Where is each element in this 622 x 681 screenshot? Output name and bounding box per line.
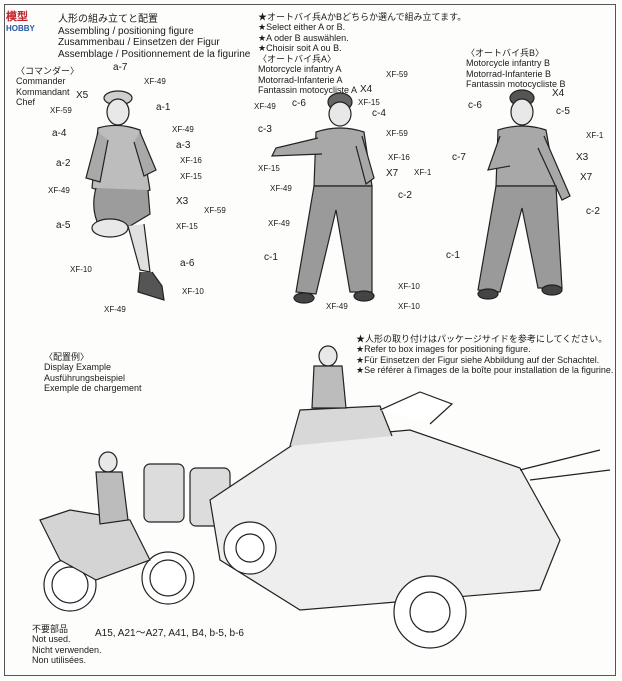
header-en: Assembling / positioning figure (58, 25, 194, 37)
label-xf49: XF-49 (48, 186, 70, 195)
label-x7: X7 (386, 168, 399, 179)
label-x4: X4 (360, 84, 373, 95)
label-c2: c-2 (398, 190, 412, 201)
label-c6: c-6 (292, 98, 306, 109)
label-xf49: XF-49 (254, 102, 276, 111)
label-c1: c-1 (446, 250, 460, 261)
notused-fr: Non utilisées. (32, 655, 87, 666)
choose-jp: ★オートバイ兵AかBどちらか選んで組み立てます。 (258, 12, 467, 22)
section-header: 人形の組み立てと配置 Assembling / positioning figu… (58, 14, 250, 60)
moto-b-figure (477, 89, 571, 300)
notused-en: Not used. (32, 634, 71, 645)
display-jp: 〈配置例〉 (44, 352, 90, 362)
label-c5: c-5 (556, 106, 570, 117)
label-x3: X3 (576, 152, 589, 163)
commander-fr: Chef (16, 97, 36, 108)
label-xf49: XF-49 (104, 305, 126, 314)
moto-a-figure (271, 92, 375, 304)
label-x5: X5 (76, 90, 89, 101)
header-fr: Assemblage / Positionnement de la figuri… (58, 48, 251, 60)
label-xf49: XF-49 (172, 125, 194, 134)
label-xf49: XF-49 (326, 302, 348, 311)
moto-a-de: Motorrad-Infanterie A (258, 74, 343, 85)
label-xf49: XF-49 (144, 77, 166, 86)
choose-note: ★オートバイ兵AかBどちらか選んで組み立てます。 ★Select either … (258, 12, 466, 53)
header-jp: 人形の組み立てと配置 (58, 14, 158, 25)
label-c1: c-1 (264, 252, 278, 263)
label-xf15: XF-15 (180, 172, 202, 181)
label-a2: a-2 (56, 158, 71, 169)
label-xf59: XF-59 (386, 70, 408, 79)
moto-b-fr: Fantassin motocycliste B (466, 79, 566, 90)
label-xf49: XF-49 (270, 184, 292, 193)
label-xf10: XF-10 (398, 282, 420, 291)
positioning-jp: ★人形の取り付けはパッケージサイドを参考にしてください。 (356, 334, 608, 344)
label-c2: c-2 (586, 206, 600, 217)
label-xf1: XF-1 (414, 168, 432, 177)
page-border (4, 4, 616, 676)
label-a1: a-1 (156, 102, 171, 113)
choose-en: ★Select either A or B. (258, 22, 346, 33)
choose-fr: ★Choisir soit A ou B. (258, 43, 342, 54)
moto-a-fr: Fantassin motocycliste A (258, 85, 358, 96)
header-de: Zusammenbau / Einsetzen der Figur (58, 37, 220, 48)
watermark-sub: HOBBY (6, 24, 35, 33)
display-example-illustration (39, 345, 611, 649)
display-en: Display Example (44, 362, 112, 373)
moto-b-de: Motorrad-Infanterie B (466, 68, 552, 79)
commander-de: Kommandant (16, 86, 70, 97)
label-a6: a-6 (180, 258, 195, 269)
positioning-fr: ★Se référer à l'images de la boîte pour … (356, 365, 614, 376)
notused-de: Nicht verwenden. (32, 644, 102, 655)
label-xf10: XF-10 (398, 302, 420, 311)
moto-b-en: Motorcycle infantry B (466, 58, 551, 69)
label-c4: c-4 (372, 108, 386, 119)
label-xf10: XF-10 (182, 287, 204, 296)
label-xf16: XF-16 (388, 153, 410, 162)
label-xf15: XF-15 (258, 164, 280, 173)
label-c7: c-7 (452, 152, 466, 163)
moto-a-jp: 〈オートバイ兵A〉 (258, 54, 337, 64)
label-xf59: XF-59 (204, 206, 226, 215)
commander-figure (85, 90, 165, 301)
not-used-caption: 不要部品 Not used. Nicht verwenden. Non util… (32, 624, 102, 665)
positioning-note: ★人形の取り付けはパッケージサイドを参考にしてください。 ★Refer to b… (356, 334, 613, 375)
label-a7: a-7 (113, 62, 128, 73)
label-xf16: XF-16 (180, 156, 202, 165)
label-c3: c-3 (258, 124, 272, 135)
watermark-logo: 模型 HOBBY (6, 8, 35, 33)
label-xf59: XF-59 (50, 106, 72, 115)
moto-b-caption: 〈オートバイ兵B〉 Motorcycle infantry B Motorrad… (466, 48, 566, 89)
positioning-en: ★Refer to box images for positioning fig… (356, 344, 531, 355)
label-x4: X4 (552, 88, 565, 99)
label-xf15: XF-15 (358, 98, 380, 107)
unused-parts-list: A15, A21～A27, A41, B4, b-5, b-6 (95, 628, 244, 639)
moto-a-en: Motorcycle infantry A (258, 64, 342, 75)
label-x3: X3 (176, 196, 189, 207)
label-a3: a-3 (176, 140, 191, 151)
label-xf10: XF-10 (70, 265, 92, 274)
commander-jp: 〈コマンダー〉 (16, 66, 80, 76)
commander-caption: 〈コマンダー〉 Commander Kommandant Chef (16, 66, 79, 107)
display-fr: Exemple de chargement (44, 383, 142, 394)
label-xf49: XF-49 (268, 219, 290, 228)
label-a5: a-5 (56, 220, 71, 231)
label-c6: c-6 (468, 100, 482, 111)
commander-en: Commander (16, 76, 66, 87)
moto-b-jp: 〈オートバイ兵B〉 (466, 48, 545, 58)
choose-de: ★A oder B auswählen. (258, 32, 349, 43)
label-a4: a-4 (52, 128, 67, 139)
label-x7: X7 (580, 172, 593, 183)
display-caption: 〈配置例〉 Display Example Ausführungsbeispie… (44, 352, 142, 393)
moto-a-caption: 〈オートバイ兵A〉 Motorcycle infantry A Motorrad… (258, 54, 357, 95)
label-xf1: XF-1 (586, 131, 604, 140)
display-de: Ausführungsbeispiel (44, 372, 126, 383)
positioning-de: ★Für Einsetzen der Figur siehe Abbildung… (356, 354, 600, 365)
label-xf59: XF-59 (386, 129, 408, 138)
label-xf15: XF-15 (176, 222, 198, 231)
watermark-text: 模型 (6, 11, 28, 23)
notused-jp: 不要部品 (32, 624, 69, 634)
